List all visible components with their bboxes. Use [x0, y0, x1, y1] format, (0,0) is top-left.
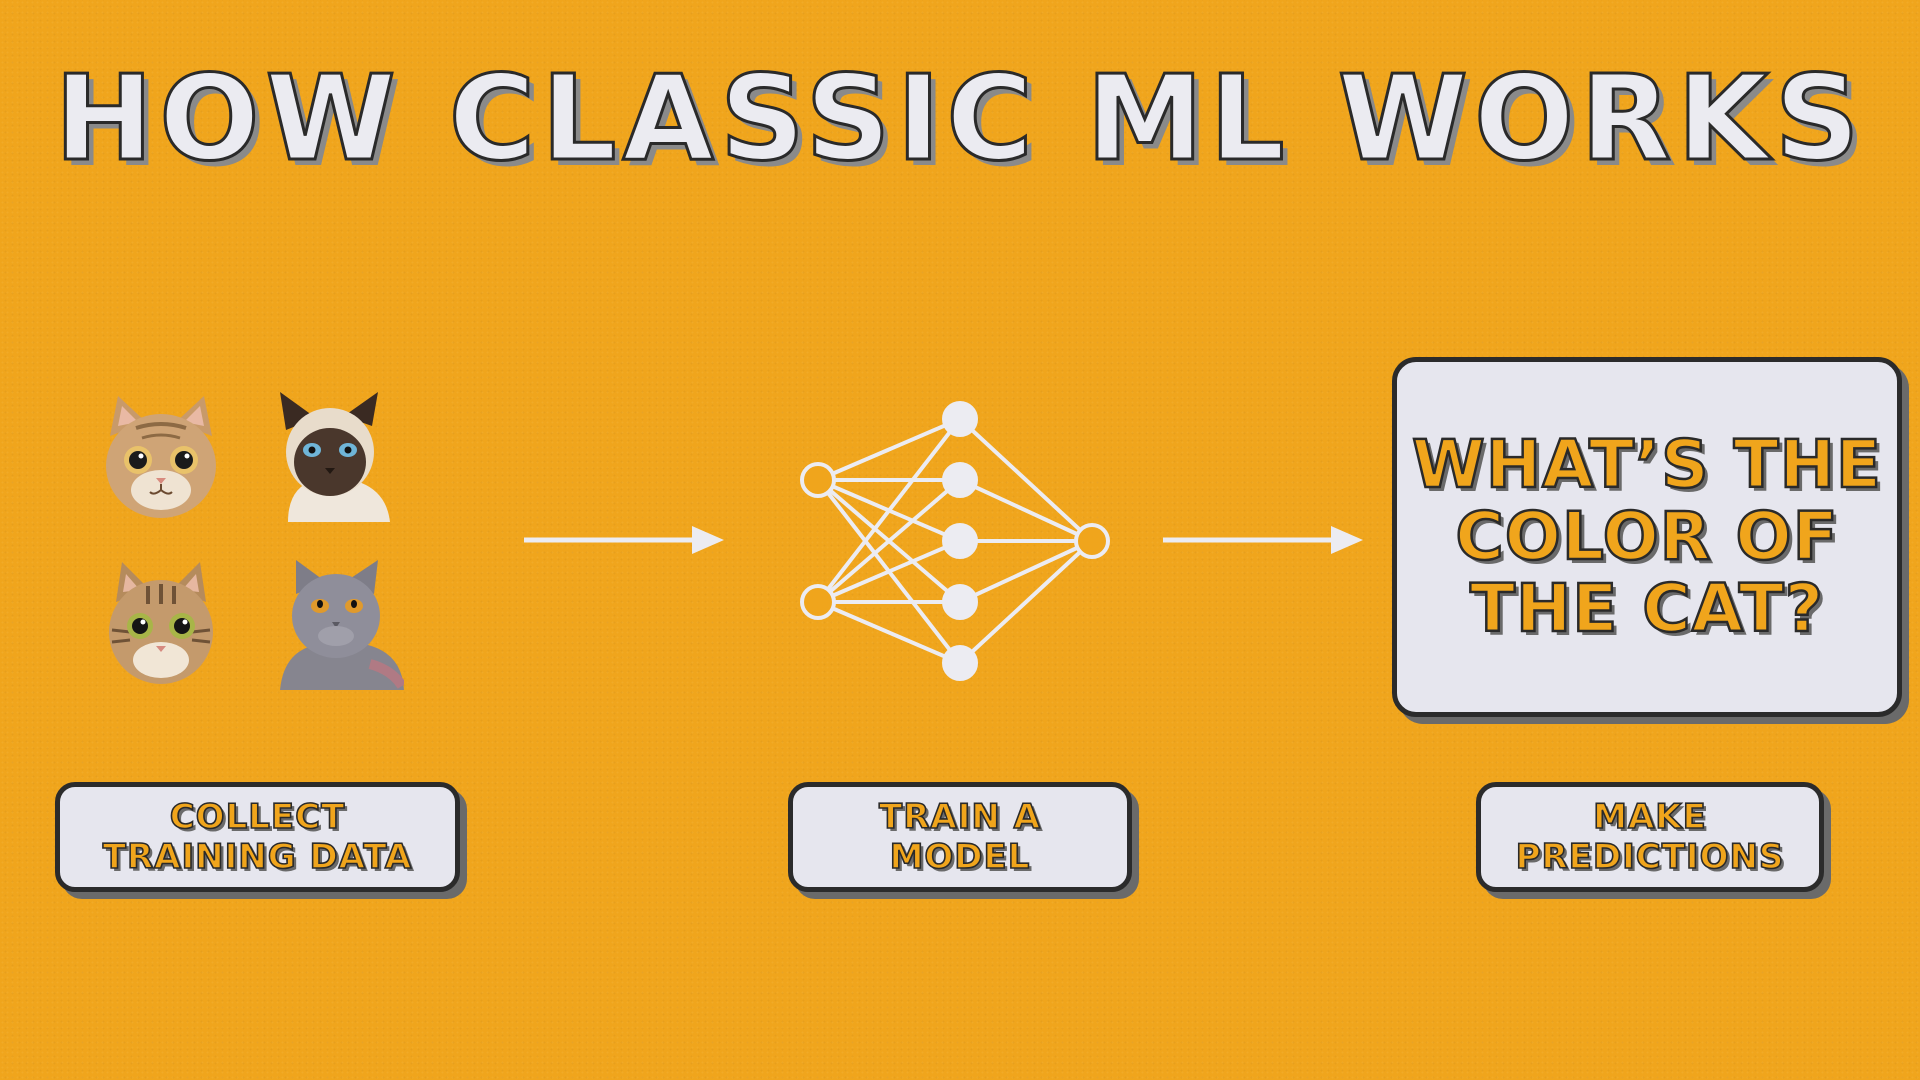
- network-connection: [959, 539, 1093, 604]
- training-data-images: [96, 392, 416, 692]
- step-label-text: TRAIN A MODEL: [878, 796, 1041, 878]
- tabby-cat-icon: [96, 392, 226, 522]
- network-node: [800, 584, 836, 620]
- step-label-text: MAKE PREDICTIONS: [1515, 796, 1785, 878]
- network-connection: [959, 478, 1093, 543]
- neural-network-icon: [800, 398, 1112, 684]
- prediction-question: WHAT’S THE COLOR OF THE CAT?: [1411, 426, 1882, 647]
- gray-cat-icon: [274, 560, 404, 690]
- step-label-train-model: TRAIN A MODEL: [788, 782, 1132, 892]
- network-node: [942, 645, 978, 681]
- network-node: [800, 462, 836, 498]
- network-node: [942, 401, 978, 437]
- network-connection: [817, 417, 961, 482]
- network-connection: [817, 539, 961, 604]
- network-connection: [816, 417, 962, 604]
- step-label-make-predictions: MAKE PREDICTIONS: [1476, 782, 1824, 892]
- step-label-collect-data: COLLECT TRAINING DATA: [55, 782, 460, 892]
- arrow-right-icon: [524, 520, 724, 560]
- network-connection: [817, 600, 961, 665]
- siamese-cat-icon: [268, 392, 398, 522]
- network-node: [1074, 523, 1110, 559]
- network-connection: [958, 417, 1094, 543]
- network-node: [942, 523, 978, 559]
- tabby-kitten-icon: [96, 560, 226, 690]
- network-node: [942, 462, 978, 498]
- network-connection: [958, 539, 1094, 665]
- prediction-question-box: WHAT’S THE COLOR OF THE CAT?: [1392, 357, 1902, 717]
- page-title: HOW CLASSIC ML WORKS: [53, 48, 1866, 189]
- network-node: [942, 584, 978, 620]
- step-label-text: COLLECT TRAINING DATA: [102, 796, 413, 878]
- network-connection: [816, 478, 962, 604]
- arrow-right-icon: [1163, 520, 1363, 560]
